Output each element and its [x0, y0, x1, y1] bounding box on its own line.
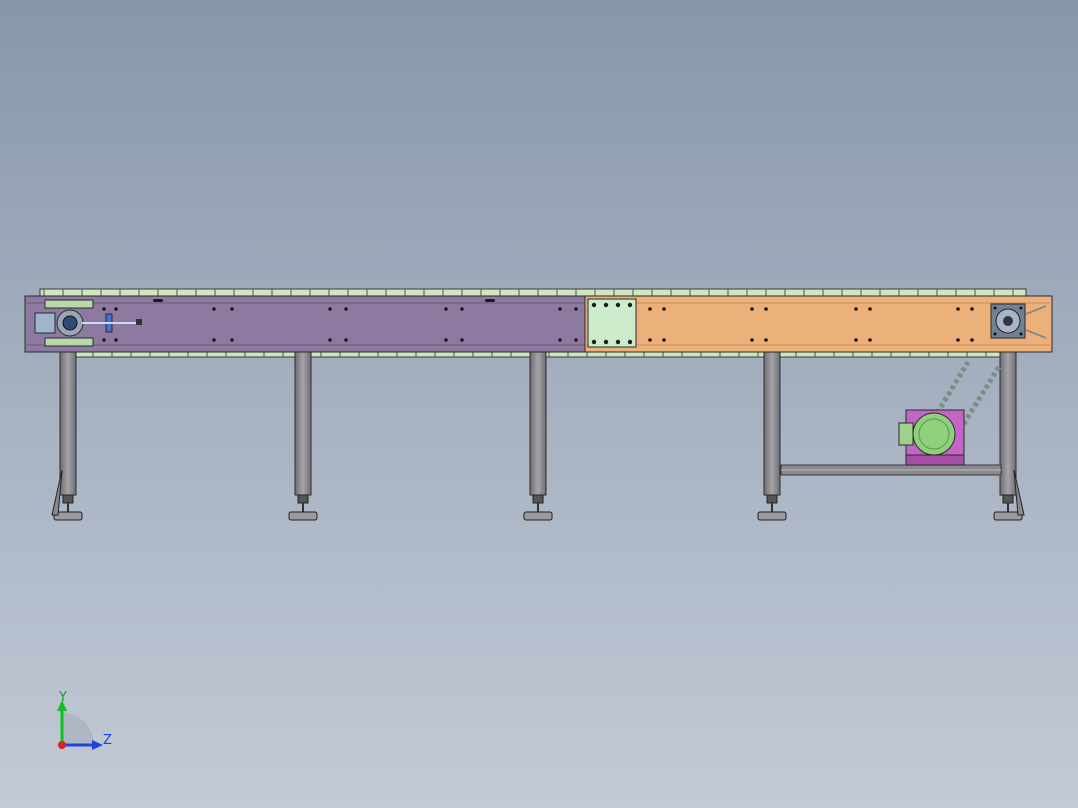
leg-adjuster [1002, 494, 1014, 504]
drive-bearing-icon [990, 303, 1047, 339]
plate-bolt [603, 302, 609, 308]
bolt-hole [648, 307, 652, 311]
plate-bolt [591, 339, 597, 345]
plate-bolt [615, 339, 621, 345]
plate-bolt [603, 339, 609, 345]
bolt-hole [764, 338, 768, 342]
frame-bolt-holes [102, 299, 974, 342]
bolt-hole [868, 307, 872, 311]
bolt-hole [114, 307, 118, 311]
leg-foot [53, 511, 83, 521]
leg-post [529, 351, 547, 496]
leg-post [763, 351, 781, 496]
leg-adjuster [297, 494, 309, 504]
y-axis-label: Y [58, 690, 67, 705]
gear-motor-icon [898, 409, 965, 466]
leg-gusset [1013, 469, 1025, 516]
bolt-hole [574, 338, 578, 342]
bolt-hole [750, 307, 754, 311]
plate-bolt [615, 302, 621, 308]
bolt-hole [444, 307, 448, 311]
leg-foot [523, 511, 553, 521]
bolt-hole [102, 338, 106, 342]
bolt-hole [444, 338, 448, 342]
bolt-hole [956, 307, 960, 311]
bolt-hole [750, 338, 754, 342]
bolt-hole [558, 307, 562, 311]
bolt-hole [956, 338, 960, 342]
bolt-hole [558, 338, 562, 342]
slot-hole [485, 299, 495, 302]
support-leg [523, 351, 553, 521]
leg-post [294, 351, 312, 496]
support-legs [51, 351, 1025, 521]
axis-triad: Y Z [57, 690, 112, 750]
bolt-hole [230, 307, 234, 311]
bolt-hole [102, 307, 106, 311]
leg-foot [757, 511, 787, 521]
bolt-hole [868, 338, 872, 342]
bolt-hole [212, 307, 216, 311]
bolt-hole [460, 307, 464, 311]
splice-plate [587, 298, 637, 348]
bolt-hole [970, 338, 974, 342]
leg-adjuster [62, 494, 74, 504]
bolt-hole [344, 307, 348, 311]
z-axis-label: Z [103, 733, 112, 748]
bolt-hole [648, 338, 652, 342]
leg-adjuster [766, 494, 778, 504]
bolt-hole [212, 338, 216, 342]
idler-end-assembly [34, 299, 142, 347]
frame-right-section [584, 295, 1053, 353]
plate-bolt [627, 302, 633, 308]
bolt-hole [662, 338, 666, 342]
bolt-hole [114, 338, 118, 342]
leg-adjuster [532, 494, 544, 504]
bolt-hole [662, 307, 666, 311]
leg-foot [993, 511, 1023, 521]
leg-post [999, 351, 1017, 496]
drive-chain [927, 360, 1003, 432]
plate-bolt [591, 302, 597, 308]
support-leg [288, 351, 318, 521]
bolt-hole [970, 307, 974, 311]
bolt-hole [328, 307, 332, 311]
bolt-hole [764, 307, 768, 311]
leg-foot [288, 511, 318, 521]
support-leg [757, 351, 787, 521]
bolt-hole [230, 338, 234, 342]
support-leg [993, 351, 1025, 521]
slot-hole [153, 299, 163, 302]
bolt-hole [854, 338, 858, 342]
support-leg [51, 351, 83, 521]
leg-post [59, 351, 77, 496]
bolt-hole [854, 307, 858, 311]
bolt-hole [574, 307, 578, 311]
plate-bolt [627, 339, 633, 345]
cross-brace [780, 464, 1002, 476]
leg-gusset [51, 469, 63, 516]
bolt-hole [344, 338, 348, 342]
bolt-hole [460, 338, 464, 342]
bolt-hole [328, 338, 332, 342]
